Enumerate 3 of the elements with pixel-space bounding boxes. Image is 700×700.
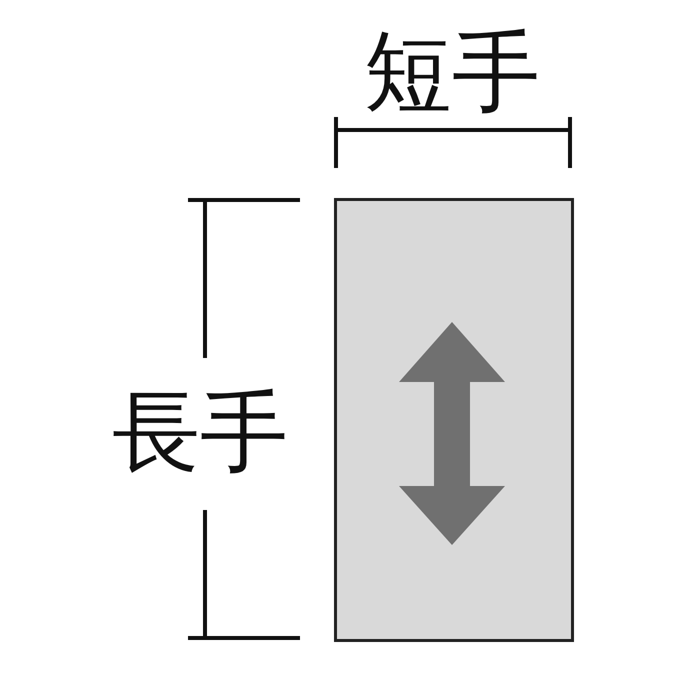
dimension-label: 短手: [364, 28, 540, 116]
panel-rectangle: [334, 198, 574, 642]
dimension-label: 長手: [112, 388, 288, 476]
